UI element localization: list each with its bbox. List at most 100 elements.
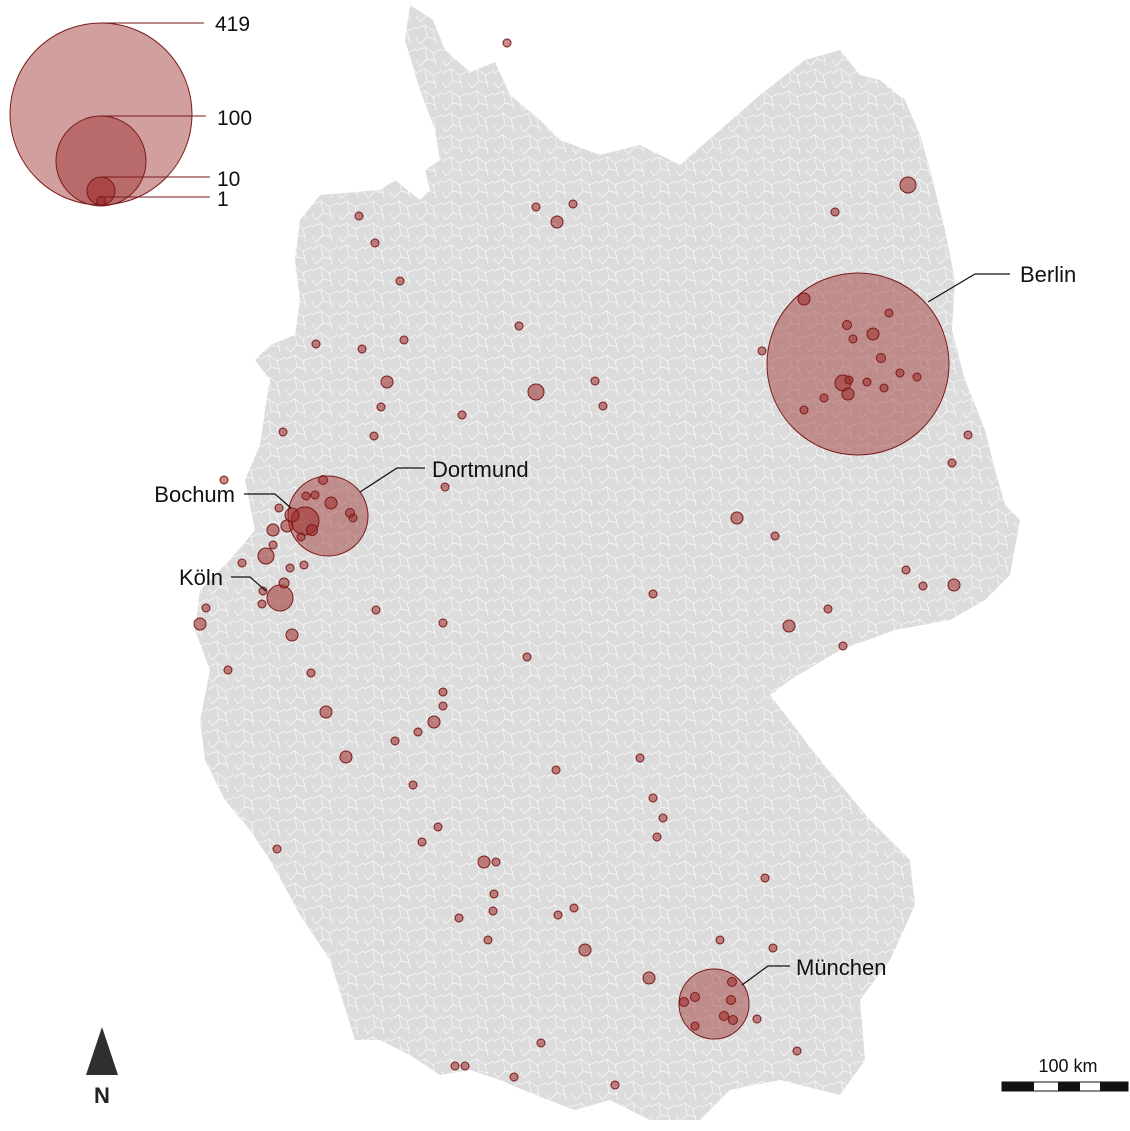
city-bubble <box>285 628 299 642</box>
city-bubble <box>648 589 658 599</box>
city-bubble <box>258 586 268 596</box>
city-bubble <box>797 292 811 306</box>
city-bubble <box>491 857 501 867</box>
callout-line-koeln <box>231 576 267 592</box>
city-bubble <box>318 475 328 485</box>
city-bubble <box>610 1080 620 1090</box>
city-bubble <box>278 427 288 437</box>
city-bubble <box>690 992 700 1002</box>
city-bubble <box>553 910 563 920</box>
city-bubble <box>440 482 450 492</box>
north-arrow: N <box>86 1027 118 1108</box>
city-bubble <box>642 971 656 985</box>
city-label-bochum: Bochum <box>154 482 235 507</box>
city-bubble <box>899 176 917 194</box>
city-bubble <box>502 38 512 48</box>
city-bubble <box>726 995 736 1005</box>
city-bubble <box>477 855 491 869</box>
city-bubble <box>311 339 321 349</box>
city-bubble <box>551 765 561 775</box>
size-legend: 419 100 10 1 <box>9 13 252 211</box>
city-bubble <box>652 832 662 842</box>
north-label: N <box>94 1083 110 1108</box>
city-bubble <box>408 780 418 790</box>
city-bubble <box>370 238 380 248</box>
callout-line-dortmund <box>359 467 425 493</box>
city-bubble <box>319 705 333 719</box>
city-label-koeln: Köln <box>179 565 223 590</box>
legend-label-1: 1 <box>217 188 229 211</box>
city-bubble <box>901 565 911 575</box>
city-bubble <box>285 563 295 573</box>
city-bubble <box>819 393 829 403</box>
city-bubble <box>460 1061 470 1071</box>
city-bubble <box>527 383 545 401</box>
city-bubble <box>963 430 973 440</box>
city-bubble <box>766 272 950 456</box>
city-bubble <box>862 377 872 387</box>
legend-circle-1 <box>96 196 106 206</box>
city-bubble <box>531 202 541 212</box>
city-bubble <box>830 207 840 217</box>
city-bubble <box>912 372 922 382</box>
city-bubble <box>792 1046 802 1056</box>
city-bubble <box>438 701 448 711</box>
city-bubble <box>280 519 294 533</box>
callout-line-berlin <box>927 273 1010 303</box>
city-bubble <box>390 736 400 746</box>
city-bubble <box>450 1061 460 1071</box>
city-bubble <box>369 431 379 441</box>
city-label-muenchen: München <box>796 955 887 980</box>
city-bubble <box>947 458 957 468</box>
city-bubble <box>219 475 229 485</box>
city-bubble <box>266 523 280 537</box>
city-bubble <box>457 410 467 420</box>
city-bubble <box>522 652 532 662</box>
city-bubble <box>715 935 725 945</box>
city-bubble <box>488 906 498 916</box>
city-bubble <box>752 1014 762 1024</box>
city-bubble <box>274 503 284 513</box>
city-bubble <box>768 943 778 953</box>
city-bubble <box>223 665 233 675</box>
city-bubble <box>257 547 275 565</box>
legend-label-100: 100 <box>217 107 252 130</box>
city-bubble <box>483 935 493 945</box>
city-bubbles-layer <box>193 38 973 1090</box>
city-bubble <box>268 540 278 550</box>
city-bubble <box>658 813 668 823</box>
city-bubble <box>844 375 854 385</box>
city-bubble <box>324 496 338 510</box>
city-bubble <box>842 320 852 330</box>
city-bubble <box>193 617 207 631</box>
city-bubble <box>648 793 658 803</box>
city-bubble <box>947 578 961 592</box>
city-bubble <box>550 215 564 229</box>
city-bubble <box>678 968 750 1040</box>
city-label-dortmund: Dortmund <box>432 457 529 482</box>
city-bubble <box>299 560 309 570</box>
city-bubble <box>679 997 689 1007</box>
city-bubble <box>838 641 848 651</box>
city-bubble <box>427 715 441 729</box>
city-bubble <box>799 405 809 415</box>
city-bubble <box>354 211 364 221</box>
city-bubble <box>278 577 290 589</box>
city-bubble <box>876 353 886 363</box>
city-bubble <box>509 1072 519 1082</box>
city-label-berlin: Berlin <box>1020 262 1076 287</box>
city-bubble <box>272 844 282 854</box>
city-bubble <box>770 531 780 541</box>
city-bubble <box>598 401 608 411</box>
city-bubble <box>866 327 880 341</box>
city-bubble <box>719 1011 729 1021</box>
city-bubble <box>730 511 744 525</box>
city-bubble <box>413 727 423 737</box>
city-bubble <box>201 603 211 613</box>
city-bubble <box>380 375 394 389</box>
city-bubble <box>266 584 294 612</box>
city-bubble <box>578 943 592 957</box>
city-bubble <box>301 491 311 501</box>
callout-line-muenchen <box>741 965 790 986</box>
